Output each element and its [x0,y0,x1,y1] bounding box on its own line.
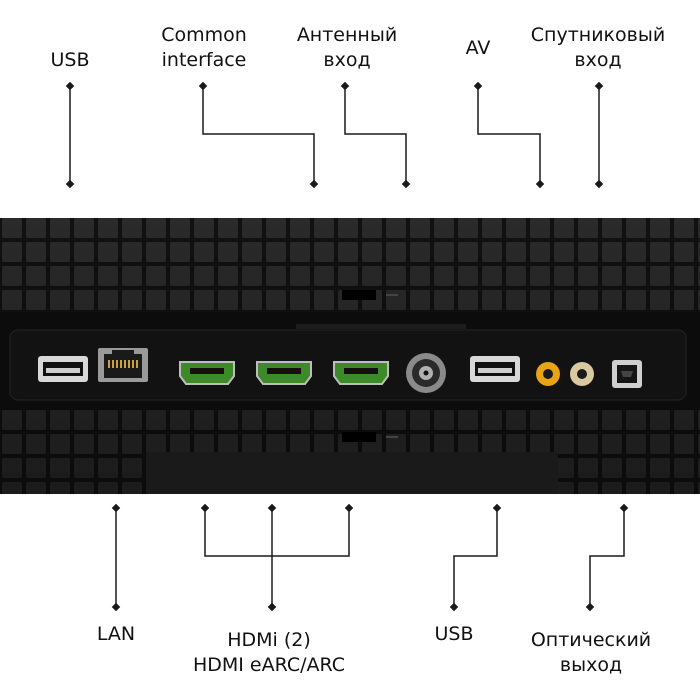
stand-mount [146,452,558,494]
lan-port-icon [98,348,148,382]
connector-lines-bottom [115,508,625,607]
connector-dots-bottom [111,503,629,612]
rca-av-jack-icon [536,362,560,386]
optical-port-icon [612,360,642,388]
label-usb-bottom: USB [434,623,474,645]
hdmi-port-icon [256,361,312,385]
label-av: AV [465,37,491,59]
label-hdmi: HDMi (2) HDMI eARC/ARC [192,629,346,676]
panel-marker-dash [386,294,398,296]
antenna-port-icon [406,353,446,393]
rca-av-jack-icon [570,362,594,386]
connector-dots-top [65,81,604,189]
vent-slits [296,324,466,329]
usb-port-icon [470,356,520,382]
panel-marker [342,290,376,300]
hdmi-port-icon [333,361,389,385]
panel-marker-lower [342,432,376,442]
label-optical-output: Оптический выход [530,629,652,676]
usb-port-icon [38,356,88,382]
label-usb-top: USB [50,49,90,71]
label-common-interface: Common interface [161,24,247,71]
label-lan: LAN [96,623,136,645]
panel-marker-lower-dash [386,436,398,438]
label-antenna-input: Антенный вход [296,24,398,71]
label-satellite-input: Спутниковый вход [530,24,666,71]
connector-lines-top [69,86,600,184]
hdmi-port-icon [179,361,235,385]
